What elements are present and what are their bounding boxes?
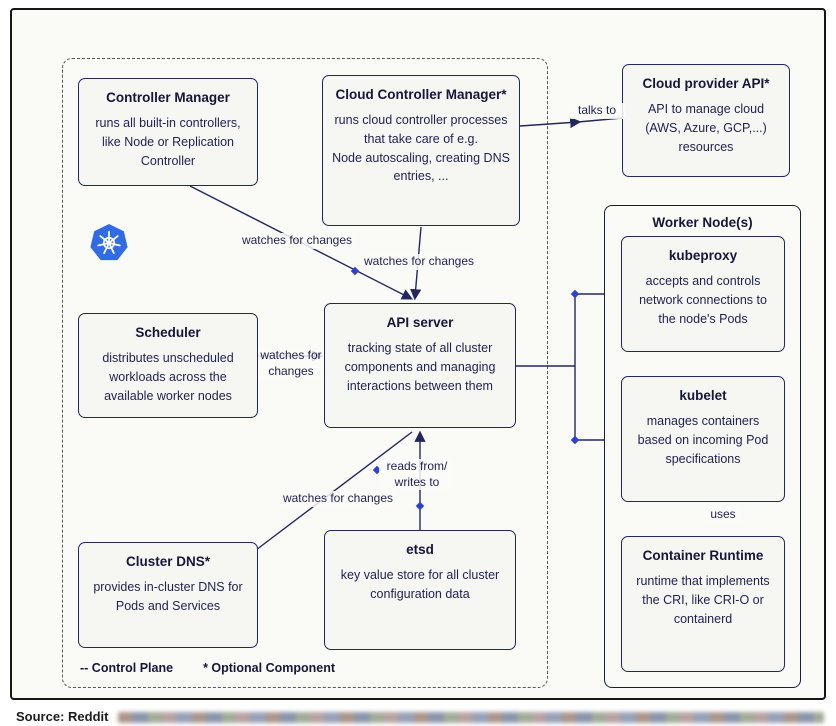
node-cloud-provider-api: Cloud provider API* API to manage cloud … [622,64,790,177]
node-title: kubeproxy [668,248,738,263]
legend-optional-component: * Optional Component [203,661,335,675]
node-controller-manager: Controller Manager runs all built-in con… [78,78,258,186]
node-title: Cloud Controller Manager* [335,87,507,102]
edge-label-ccm-watches-for-changes: watches for changes [361,254,477,270]
group-title: Worker Node(s) [652,215,753,230]
node-title: etsd [406,542,434,557]
source-label: Source: Reddit [16,709,109,724]
node-scheduler: Scheduler distributes unscheduled worklo… [78,313,258,418]
node-api-server: API server tracking state of all cluster… [324,303,516,428]
node-body: runs cloud controller processes that tak… [332,113,510,184]
legend: -- Control Plane * Optional Component [80,661,335,675]
node-body: API to manage cloud (AWS, Azure, GCP,...… [645,102,767,154]
edge-label-scheduler-watches-for-changes: watches for changes [258,348,324,380]
node-body: distributes unscheduled workloads across… [102,351,234,403]
node-cluster-dns: Cluster DNS* provides in-cluster DNS for… [78,542,258,648]
edge-label-uses: uses [704,507,742,523]
node-body: accepts and controls network connections… [639,274,767,326]
node-title: Container Runtime [642,548,764,563]
node-kubelet: kubelet manages containers based on inco… [621,376,785,502]
node-body: manages containers based on incoming Pod… [637,414,769,466]
node-cloud-controller-manager: Cloud Controller Manager* runs cloud con… [322,75,520,226]
node-body: tracking state of all cluster components… [344,341,496,393]
node-title: Scheduler [135,325,201,340]
node-body: runs all built-in controllers, like Node… [95,116,241,168]
node-title: API server [386,315,454,330]
edge-label-reads-from-writes-to: reads from/ writes to [379,459,455,491]
edge-label-cm-watches-for-changes: watches for changes [239,233,355,249]
blurred-citation-text [118,712,824,723]
node-title: Controller Manager [106,90,230,105]
node-container-runtime: Container Runtime runtime that implement… [621,536,785,672]
node-title: kubelet [679,388,727,403]
node-title: Cluster DNS* [125,554,211,569]
edge-label-talks-to: talks to [568,103,626,119]
node-body: key value store for all cluster configur… [340,568,500,601]
legend-control-plane: -- Control Plane [80,661,174,675]
edge-label-dns-watches-for-changes: watches for changes [280,491,396,507]
node-title: Cloud provider API* [642,76,770,91]
control-plane-boundary [62,58,548,688]
node-body: runtime that implements the CRI, like CR… [636,574,770,626]
helm-wheel-icon [97,230,121,254]
node-body: provides in-cluster DNS for Pods and Ser… [93,580,243,613]
node-etsd: etsd key value store for all cluster con… [324,530,516,650]
node-kubeproxy: kubeproxy accepts and controls network c… [621,236,785,352]
